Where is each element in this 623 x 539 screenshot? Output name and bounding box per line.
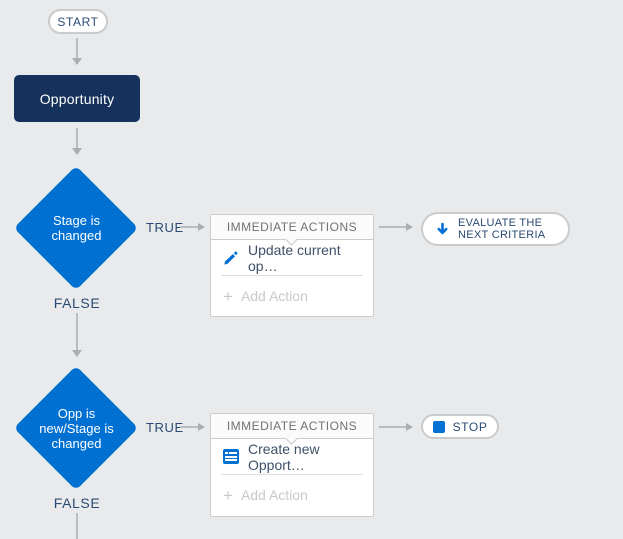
record-icon [223,449,239,464]
arrow-down-icon [437,222,448,235]
add-action-button-2[interactable]: + Add Action [211,475,373,515]
criteria-1-line-1: Stage is [53,213,100,228]
card-divider [221,275,363,276]
immediate-actions-card-1: IMMEDIATE ACTIONS Update current op… + A… [210,214,374,317]
connector-false2-next [76,513,78,539]
evaluate-label: EVALUATE THE NEXT CRITERIA [458,217,545,241]
action-item-create-record[interactable]: Create new Opport… [211,439,373,474]
connector-trigger-criteria1 [76,128,78,148]
card-divider [221,474,363,475]
pencil-icon [224,250,238,265]
immediate-actions-title-2: IMMEDIATE ACTIONS [226,419,358,433]
action-item-update-record[interactable]: Update current op… [211,240,373,275]
plus-icon: + [223,485,233,505]
stop-label: STOP [452,419,488,434]
criteria-2-line-1: Opp is [57,406,96,421]
immediate-actions-header-1: IMMEDIATE ACTIONS [211,215,373,246]
action-item-label: Create new Opport… [248,440,320,473]
arrowhead-down-icon [72,58,82,65]
false-label-1: FALSE [53,295,101,311]
arrowhead-right-icon [198,423,205,431]
add-action-button-1[interactable]: + Add Action [211,276,373,316]
arrowhead-right-icon [406,423,413,431]
start-node: START [48,9,108,34]
add-action-label: Add Action [240,487,308,503]
true-label-2: TRUE [146,420,184,435]
connector-true-2 [180,426,198,428]
criteria-1-label: Stage is changed [14,213,139,243]
connector-actions1-outcome [379,226,406,228]
criteria-2-line-3: changed [51,436,102,451]
stop-node: STOP [421,414,499,439]
immediate-actions-title-1: IMMEDIATE ACTIONS [226,220,358,234]
add-action-label: Add Action [240,288,308,304]
false-label-2: FALSE [53,495,101,511]
arrowhead-right-icon [198,223,205,231]
arrowhead-down-icon [72,350,82,357]
evaluate-next-criteria-node: EVALUATE THE NEXT CRITERIA [421,212,570,246]
connector-false1-criteria2 [76,313,78,350]
arrowhead-right-icon [406,223,413,231]
criteria-1-line-2: changed [51,228,102,243]
evaluate-line-2: NEXT CRITERIA [458,229,546,241]
criteria-2-line-2: new/Stage is [39,421,114,436]
criteria-2-label: Opp is new/Stage is changed [14,406,139,451]
plus-icon: + [223,286,233,306]
action-item-label: Update current op… [248,241,341,274]
arrowhead-down-icon [72,148,82,155]
connector-true-1 [180,226,198,228]
stop-icon [432,420,445,433]
evaluate-line-1: EVALUATE THE [458,217,543,229]
start-label: START [57,14,99,29]
immediate-actions-header-2: IMMEDIATE ACTIONS [211,414,373,445]
connector-start-trigger [76,38,78,58]
trigger-label: Opportunity [39,90,115,107]
immediate-actions-card-2: IMMEDIATE ACTIONS Create new Opport… + A… [210,413,374,517]
true-label-1: TRUE [146,220,184,235]
connector-actions2-outcome [379,426,406,428]
trigger-object-node[interactable]: Opportunity [14,75,140,122]
